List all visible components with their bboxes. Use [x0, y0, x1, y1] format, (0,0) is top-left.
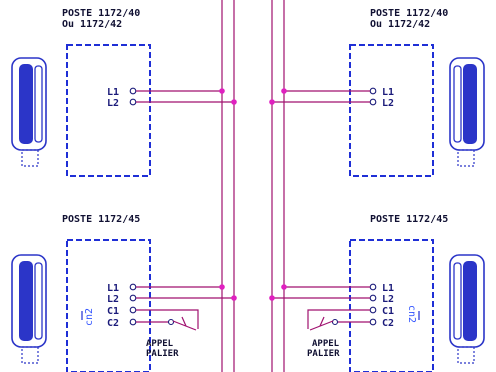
- switch-icon: [136, 309, 199, 331]
- bus-lines: [221, 0, 285, 372]
- terminal-screw-l1: [129, 283, 137, 291]
- junction-dot: [231, 99, 237, 105]
- handset-icon: [449, 254, 485, 364]
- station-subtitle: Ou 1172/42: [62, 19, 122, 30]
- junction-dot: [281, 284, 287, 290]
- terminal-label-l1: L1: [107, 283, 119, 294]
- terminal-label-l1: L1: [382, 87, 394, 98]
- connector-label: cn2: [84, 308, 95, 326]
- terminal-screw-l1: [369, 87, 377, 95]
- terminal-screw-l2: [129, 98, 137, 106]
- station-title: POSTE 1172/40: [62, 8, 140, 19]
- junction-dot: [269, 295, 275, 301]
- station-subtitle: Ou 1172/42: [370, 19, 430, 30]
- terminal-screw-l2: [129, 294, 137, 302]
- terminal-label-l2: L2: [107, 294, 119, 305]
- terminal-label-l1: L1: [382, 283, 394, 294]
- station-top-right: POSTE 1172/40 Ou 1172/42 L1 L2: [269, 8, 485, 177]
- terminal-screw-c2: [129, 318, 137, 326]
- terminal-label-l1: L1: [107, 87, 119, 98]
- station-top-left: POSTE 1172/40 Ou 1172/42 L1 L2: [11, 8, 237, 177]
- junction-dot: [219, 284, 225, 290]
- terminal-label-c1: C1: [382, 306, 394, 317]
- handset-icon: [11, 254, 47, 364]
- switch-label-line2: PALIER: [307, 349, 340, 359]
- connector-label: cn2: [406, 305, 417, 323]
- terminal-screw-c1: [369, 306, 377, 314]
- handset-icon: [449, 57, 485, 167]
- station-box: [66, 239, 151, 372]
- junction-dot: [219, 88, 225, 94]
- switch-label-line1: APPEL: [146, 339, 174, 349]
- terminal-label-l2: L2: [382, 294, 394, 305]
- terminal-label-c2: C2: [107, 318, 119, 329]
- switch-label-line2: PALIER: [146, 349, 179, 359]
- station-bottom-right: POSTE 1172/45 cn2 L1 L2 C1 C2: [269, 214, 485, 372]
- terminal-screw-l1: [369, 283, 377, 291]
- terminal-screw-l2: [369, 98, 377, 106]
- station-title: POSTE 1172/45: [62, 214, 140, 225]
- terminal-label-l2: L2: [107, 98, 119, 109]
- terminal-screw-l1: [129, 87, 137, 95]
- terminal-screw-c1: [129, 306, 137, 314]
- terminal-label-c2: C2: [382, 318, 394, 329]
- station-bottom-left: POSTE 1172/45 cn2 L1 L2 C1 C2: [11, 214, 237, 372]
- junction-dot: [281, 88, 287, 94]
- terminal-screw-c2: [369, 318, 377, 326]
- handset-icon: [11, 57, 47, 167]
- station-box: [66, 44, 151, 177]
- connector-cn2: cn2: [406, 305, 420, 323]
- station-title: POSTE 1172/45: [370, 214, 448, 225]
- terminal-label-l2: L2: [382, 98, 394, 109]
- junction-dot: [269, 99, 275, 105]
- station-title: POSTE 1172/40: [370, 8, 448, 19]
- station-box: [349, 44, 434, 177]
- connector-cn2: cn2: [81, 308, 95, 326]
- terminal-screw-l2: [369, 294, 377, 302]
- junction-dot: [231, 295, 237, 301]
- terminal-label-c1: C1: [107, 306, 119, 317]
- station-box: [349, 239, 434, 372]
- switch-label-line1: APPEL: [312, 339, 340, 349]
- switch-icon: [307, 309, 370, 331]
